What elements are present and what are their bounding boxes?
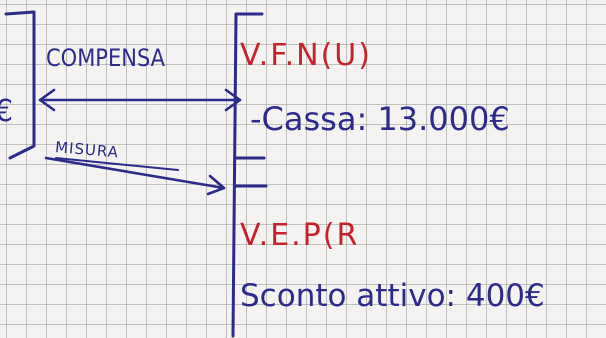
misura-arrow-head: [206, 174, 226, 196]
compensa-arrow-left-head: [38, 88, 56, 112]
left-edge-euro-fragment: €: [0, 94, 15, 129]
upper-block-entry: -Cassa: 13.000€: [250, 100, 510, 138]
lower-block-entry: Sconto attivo: 400€: [240, 278, 545, 314]
lower-block-title: V.E.P(R: [240, 218, 360, 253]
compensa-label: COMPENSA: [46, 44, 166, 72]
left-bracket: [4, 10, 36, 160]
right-bracket: [231, 12, 264, 338]
upper-block-title: V.F.N(U): [240, 38, 372, 73]
misura-arrow: [44, 156, 226, 190]
misura-underline: [55, 157, 179, 171]
compensa-arrow-right-head: [224, 88, 242, 112]
